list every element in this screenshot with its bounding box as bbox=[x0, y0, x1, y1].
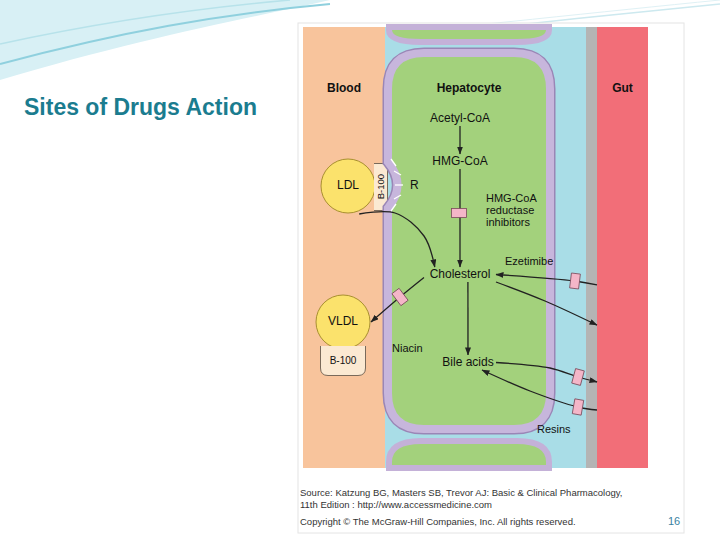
inhibition-block bbox=[570, 273, 581, 289]
slide-title: Sites of Drugs Action bbox=[24, 95, 257, 120]
blood-band: BloodLDLB-100VLDLB-100 bbox=[303, 27, 385, 468]
flow-arrow bbox=[359, 212, 435, 267]
flow-arrow bbox=[496, 275, 597, 285]
header-swoosh-line bbox=[0, 0, 290, 44]
flow-arrow bbox=[467, 282, 468, 355]
node-text: Acetyl-CoA bbox=[430, 112, 490, 126]
hepatocyte-cell: HepatocyteAcetyl-CoA HMG-CoA CholesterolBi… bbox=[383, 48, 555, 434]
metabolite-label: Bile acids bbox=[440, 355, 496, 370]
metabolite-label: HMG-CoA bbox=[430, 154, 490, 169]
node-outline bbox=[383, 48, 555, 434]
flow-arrow bbox=[496, 363, 597, 383]
lipoprotein-outline bbox=[316, 295, 370, 349]
gut-wall bbox=[586, 27, 597, 468]
lipoprotein-circle: LDL bbox=[320, 158, 376, 214]
neighbor-cell bbox=[389, 27, 549, 42]
tab-outline bbox=[321, 346, 366, 376]
metabolite-label: Cholesterol bbox=[424, 267, 496, 282]
node-text: Bile acids bbox=[442, 356, 493, 370]
node-text: LDL bbox=[337, 179, 359, 193]
metabolite-label: Acetyl-CoA bbox=[427, 111, 493, 126]
node-text: HMG-CoA bbox=[432, 155, 487, 169]
flow-arrow bbox=[496, 282, 597, 325]
neighbor-cell bbox=[389, 441, 549, 468]
lipoprotein-circle: VLDL bbox=[315, 294, 371, 350]
inhibition-block bbox=[572, 399, 583, 415]
page-number: 16 bbox=[668, 515, 680, 527]
flow-arrow bbox=[482, 370, 597, 410]
interstitial-space bbox=[385, 27, 586, 468]
node-text: B-100 bbox=[330, 355, 357, 367]
node-text: Gut bbox=[612, 82, 633, 96]
figure-frame bbox=[298, 23, 684, 533]
node-text: VLDL bbox=[328, 315, 358, 329]
lipoprotein-outline bbox=[321, 159, 375, 213]
apoprotein-tab: B-100 bbox=[320, 346, 366, 376]
flow-arrow bbox=[459, 169, 460, 267]
node-text: Hepatocyte bbox=[437, 82, 502, 96]
drug-label: Resins bbox=[537, 423, 587, 435]
copyright-note: Copyright © The McGraw-Hill Companies, I… bbox=[300, 517, 576, 527]
gut-band: Gut bbox=[597, 27, 648, 468]
header-swoosh bbox=[0, 0, 330, 80]
header-line bbox=[330, 0, 720, 40]
receptor-ticks bbox=[391, 159, 403, 211]
node-text: B-100 bbox=[376, 174, 387, 199]
source-note: Source: Katzung BG, Masters SB, Trevor A… bbox=[300, 488, 622, 498]
node-text: Cholesterol bbox=[430, 268, 491, 282]
flow-arrow bbox=[459, 126, 460, 154]
source-note: 11th Edition : http://www.accessmedicine… bbox=[300, 500, 492, 510]
flow-arrow bbox=[371, 278, 424, 323]
node-text: Blood bbox=[327, 82, 361, 96]
cell-membrane bbox=[388, 53, 550, 429]
inhibition-block bbox=[452, 209, 467, 218]
inhibition-block bbox=[572, 369, 585, 386]
header-swoosh-line bbox=[0, 4, 330, 64]
inhibition-block bbox=[392, 288, 408, 305]
cell-membrane-edge bbox=[388, 53, 550, 429]
